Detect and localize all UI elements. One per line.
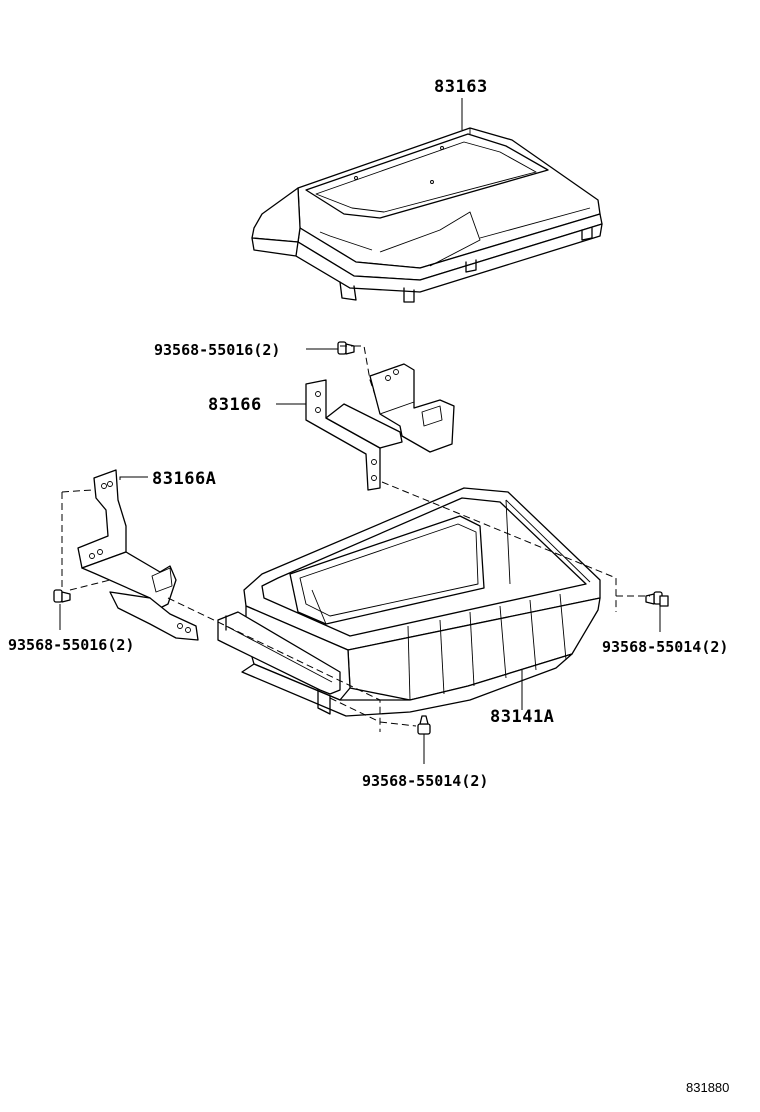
bracket-left-part-number: 83166A [152,469,216,489]
case-part-number: 83141A [490,707,554,727]
diagram-reference-code: 831880 [686,1080,729,1095]
bolt-top-part-number: 93568-55016(2) [154,341,280,359]
bolt-right [645,591,669,607]
cover-part-number: 83163 [434,77,488,97]
bolt-left [53,589,71,603]
cover-part [251,127,603,303]
bolt-bottom [417,715,431,735]
bracket-right-part-number: 83166 [208,395,262,415]
bolt-bottom-part-number: 93568-55014(2) [362,772,488,790]
bolt-left-part-number: 93568-55016(2) [8,636,134,654]
bolt-top [337,341,355,355]
bracket-right-part [305,363,455,491]
case-part [217,487,601,717]
bracket-left-part [77,469,199,641]
bolt-right-part-number: 93568-55014(2) [602,638,728,656]
